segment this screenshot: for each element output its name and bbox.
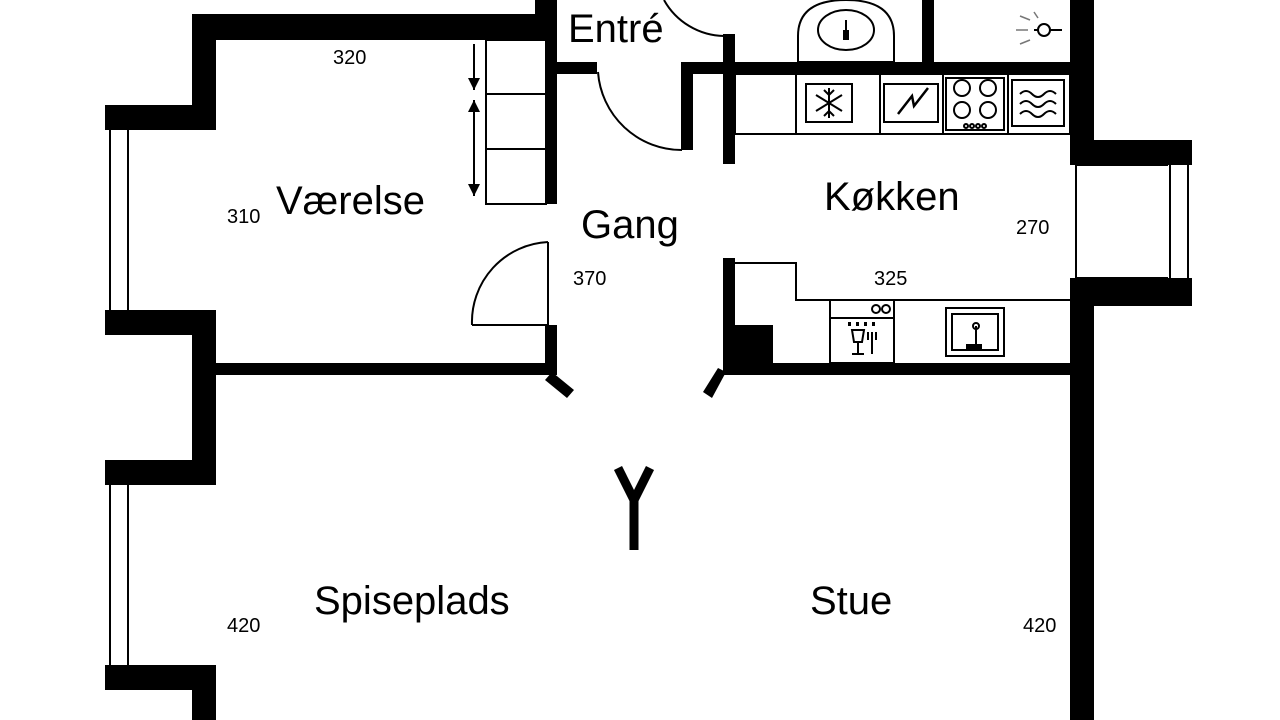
dim-vaerelse-depth: 310: [227, 206, 260, 228]
room-labels: Entré Værelse Gang Køkken Spiseplads Stu…: [276, 7, 960, 623]
dim-kokken-depth: 270: [1016, 217, 1049, 239]
walls: [105, 0, 1192, 720]
lamp-icon: [1016, 11, 1062, 45]
washbasin-icon: [817, 9, 875, 51]
heating-icon: [1011, 79, 1065, 127]
dim-stue-depth: 420: [1023, 615, 1056, 637]
doors: [470, 0, 725, 326]
room-label-gang: Gang: [581, 203, 679, 247]
room-label-entre: Entré: [568, 7, 664, 51]
kitchen-lower-counter: [735, 262, 1070, 364]
window-spiseplads: [105, 485, 129, 665]
bathroom-fixtures: [797, 0, 1062, 63]
window-vaerelse: [105, 130, 129, 310]
room-label-stue: Stue: [810, 579, 892, 623]
dim-kokken-width: 325: [874, 268, 907, 290]
room-label-vaerelse: Værelse: [276, 179, 425, 223]
door-entre: [597, 71, 683, 152]
sink-icon: [945, 307, 1005, 357]
wardrobe: [468, 39, 547, 205]
dishwasher-icon: [848, 304, 891, 355]
window-kokken: [1075, 164, 1192, 279]
dim-spiseplads-depth: 420: [227, 615, 260, 637]
kitchen-upper-counter: [734, 73, 1071, 135]
power-icon: [883, 83, 939, 123]
door-vaerelse: [470, 241, 549, 326]
door-bath: [663, 0, 725, 62]
stove-icon: [945, 77, 1005, 131]
room-label-kokken: Køkken: [824, 175, 960, 219]
antenna-icon: [613, 465, 655, 550]
dimension-labels: 320 310 370 270 325 420 420: [227, 47, 1056, 637]
dim-gang-length: 370: [573, 268, 606, 290]
room-label-spiseplads: Spiseplads: [314, 579, 510, 623]
windows: [105, 130, 1192, 665]
dim-vaerelse-width: 320: [333, 47, 366, 69]
freezer-icon: [805, 83, 853, 123]
